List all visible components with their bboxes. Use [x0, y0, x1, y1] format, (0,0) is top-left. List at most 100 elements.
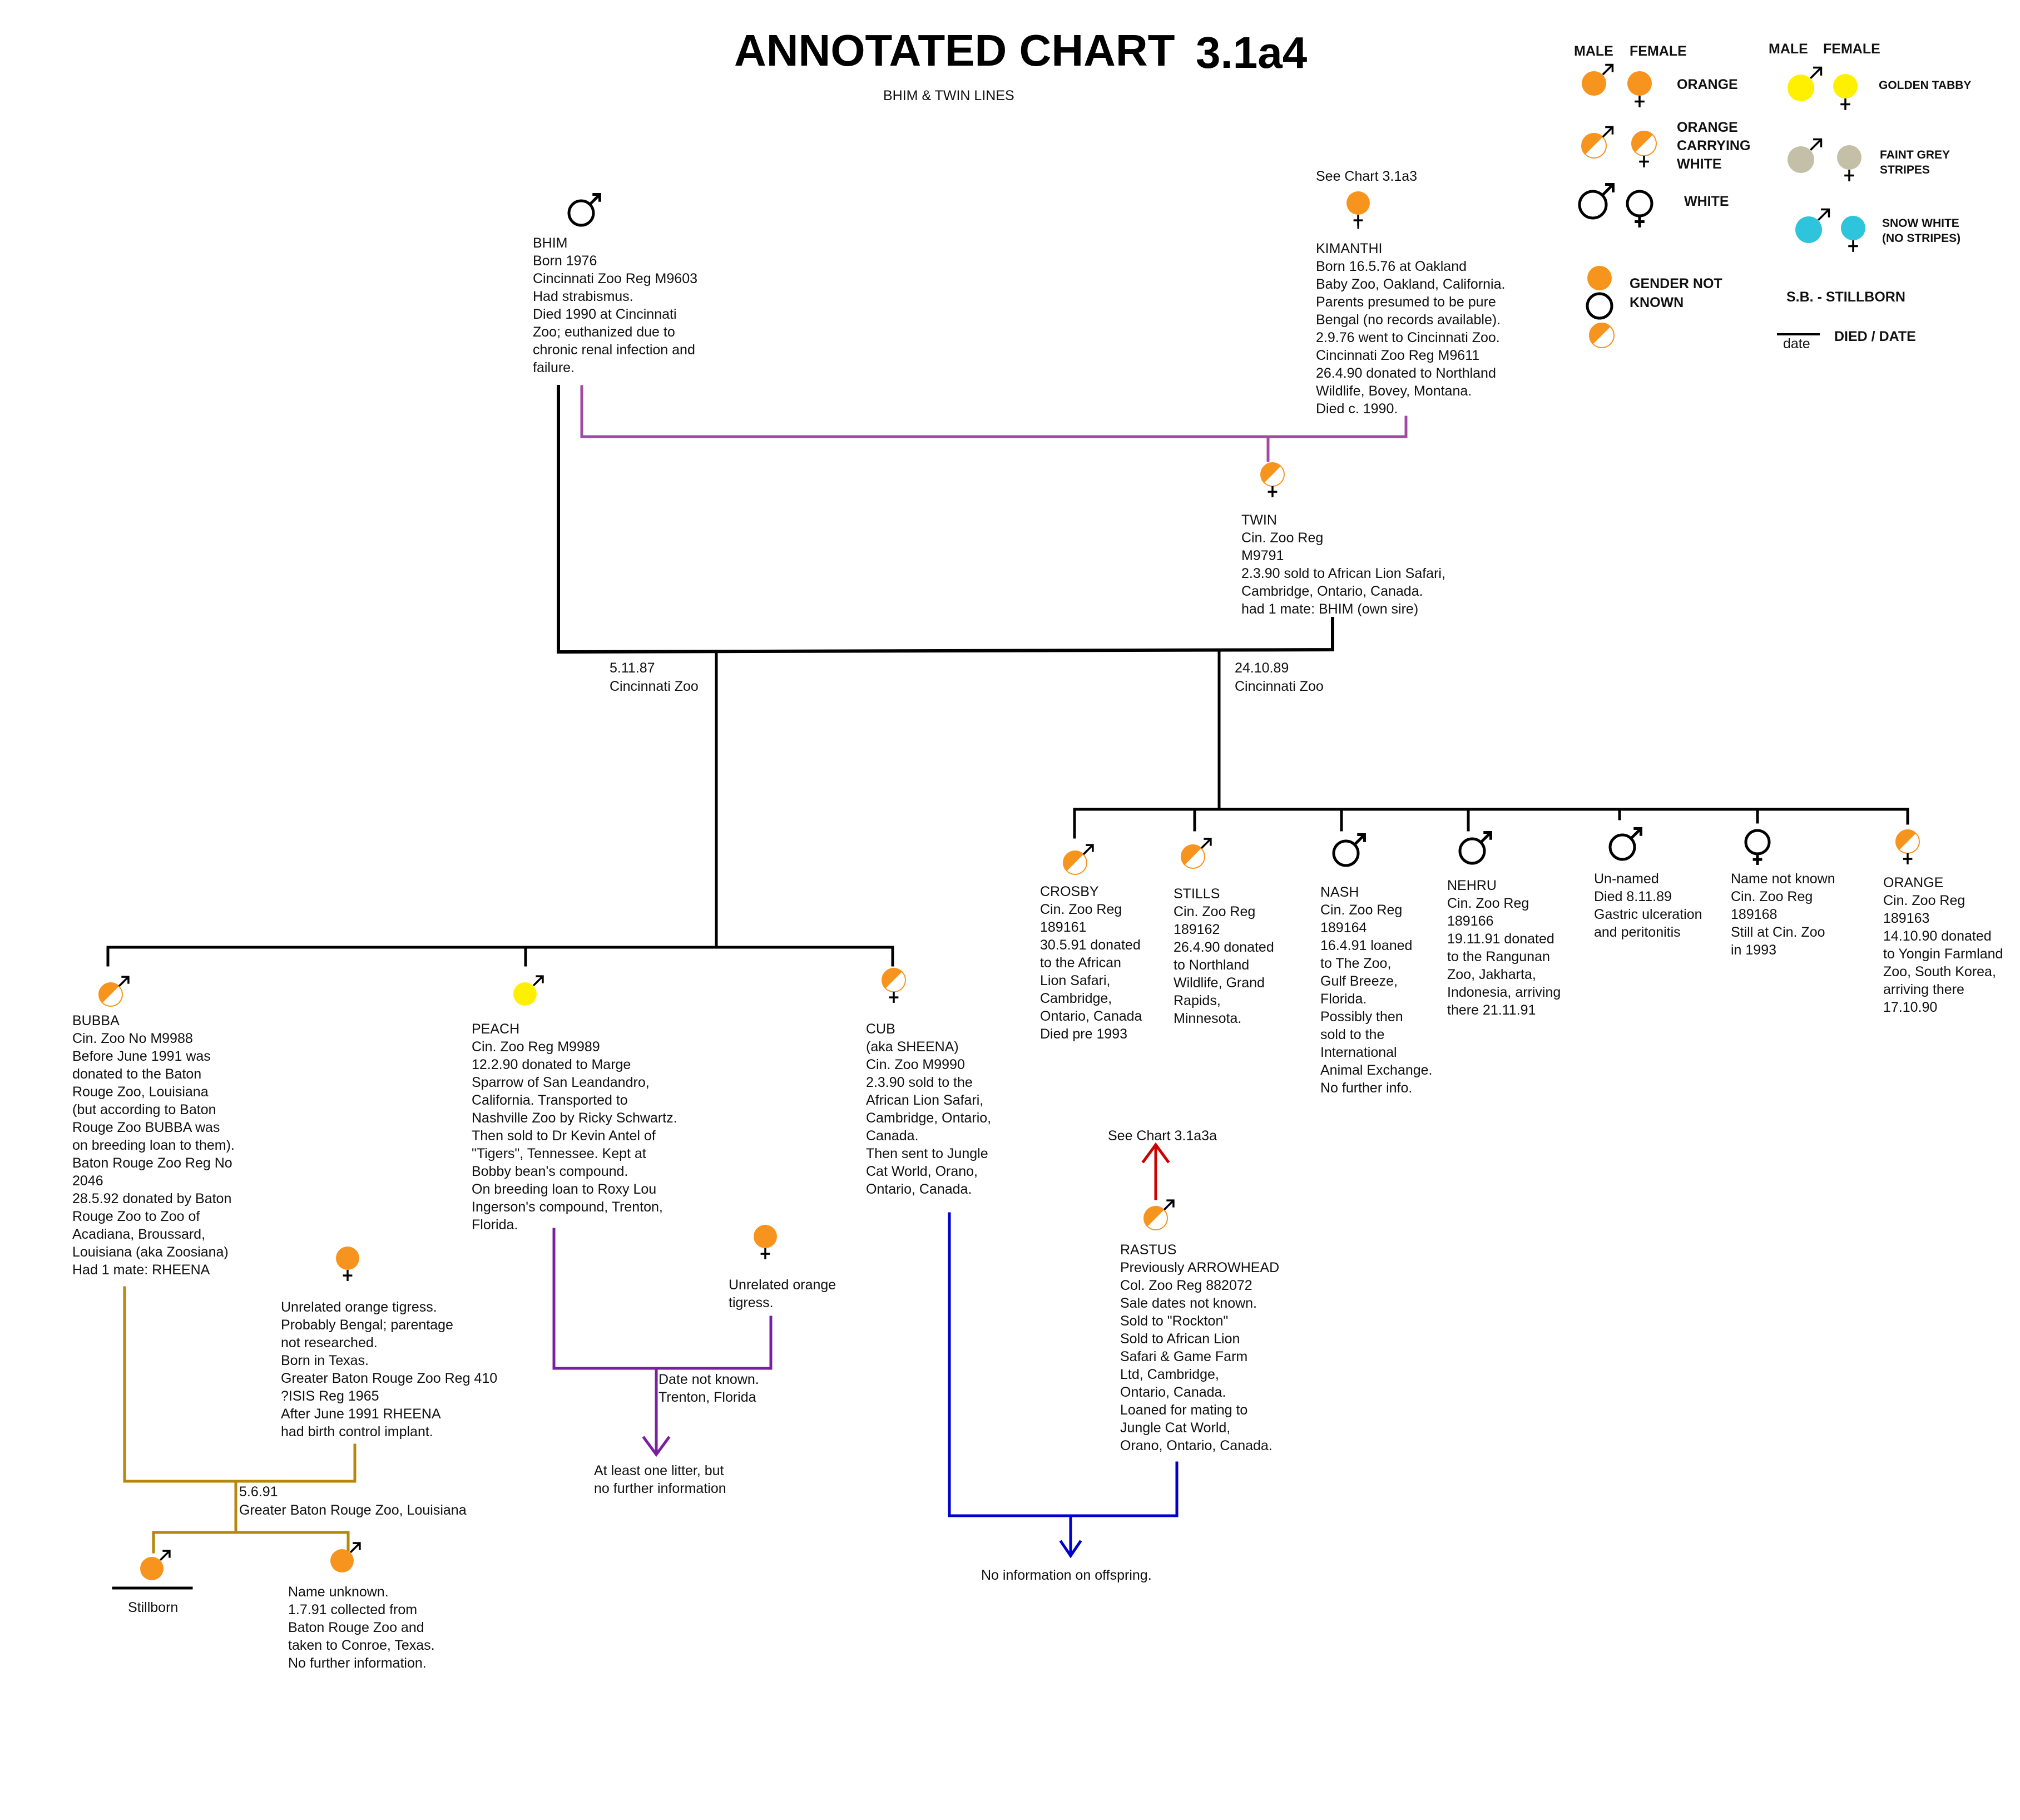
bubba-rheena-line	[123, 1286, 357, 1483]
orange-note-line: to Yongin Farmland	[1883, 946, 2003, 962]
stills-note-line: Wildlife, Grand	[1174, 975, 1265, 991]
peach-note-line: California. Transported to	[472, 1092, 628, 1108]
legend-female-header-2: FEMALE	[1823, 41, 1880, 57]
crosby-note-line: Cambridge,	[1040, 991, 1112, 1006]
rastus-note-line: Orano, Ontario, Canada.	[1120, 1438, 1273, 1453]
kimanthi-note-line: Wildlife, Bovey, Montana.	[1316, 383, 1472, 399]
nash-note-line: Gulf Breeze,	[1320, 973, 1398, 989]
rastus-note-line: Safari & Game Farm	[1120, 1349, 1247, 1364]
bubba-note-line: 2046	[72, 1173, 103, 1189]
rastus-ref-arrowhead	[1141, 1142, 1170, 1164]
bubba-male-icon	[98, 976, 130, 1007]
rheena-female-icon	[336, 1247, 359, 1281]
cub-note-line: African Lion Safari,	[866, 1092, 983, 1108]
rheena-note-line: ?ISIS Reg 1965	[281, 1388, 379, 1404]
twin-note-line: Cambridge, Ontario, Canada.	[1241, 583, 1423, 599]
peach-litter-date-note-line: Date not known.	[659, 1372, 759, 1387]
crosby-note-line: CROSBY	[1040, 884, 1099, 899]
bubba-note-line: Cin. Zoo No M9988	[72, 1031, 193, 1046]
rastus-note-line: Loaned for mating to	[1120, 1402, 1247, 1418]
stills-note-line: Rapids,	[1174, 993, 1221, 1008]
nehru-note-line: Indonesia, arriving	[1447, 985, 1561, 1000]
unnamed-note-line: and peritonitis	[1594, 924, 1681, 940]
bhim-twin-line	[557, 385, 1334, 654]
stills-note-line: 26.4.90 donated	[1174, 939, 1274, 955]
bubba-note-line: Rouge Zoo, Louisiana	[72, 1084, 209, 1100]
namenotknown-female-icon	[1744, 829, 1771, 865]
legend-unknown-carrier-icon	[1589, 323, 1615, 348]
nash-note-line: NASH	[1320, 884, 1359, 900]
peach-note-line: Bobby bean's compound.	[472, 1164, 628, 1179]
rheena-note-line: had birth control implant.	[281, 1424, 433, 1440]
cub-note-line: Cin. Zoo M9990	[866, 1057, 965, 1072]
stills-note-line: 189162	[1174, 922, 1220, 937]
kimanthi-note-line: 2.9.76 went to Cincinnati Zoo.	[1316, 330, 1500, 345]
orange-note-line: Zoo, South Korea,	[1883, 964, 1996, 980]
orange-note-line: ORANGE	[1883, 875, 1943, 891]
namenotknown-note-line: Name not known	[1731, 871, 1835, 887]
legend-grey-label-2: STRIPES	[1880, 164, 1930, 176]
peach-litter-note-line: At least one litter, but	[594, 1463, 724, 1478]
orange-note-line: Cin. Zoo Reg	[1883, 893, 1965, 908]
pedigree-lines	[106, 219, 1909, 1590]
peach-mate-female-icon	[754, 1225, 777, 1259]
nash-note-line: 16.4.91 loaned	[1320, 938, 1412, 953]
peach-note-line: Ingerson's compound, Trenton,	[472, 1199, 663, 1215]
twin-note-line: 2.3.90 sold to African Lion Safari,	[1241, 566, 1445, 581]
orange-note-line: arriving there	[1883, 982, 1964, 997]
nehru-note-line: Zoo, Jakharta,	[1447, 967, 1536, 982]
stills-note-line: STILLS	[1174, 886, 1220, 902]
orange-note-line: 14.10.90 donated	[1883, 928, 1992, 944]
crosby-note-line: Ontario, Canada	[1040, 1008, 1142, 1024]
crosby-note-line: Lion Safari,	[1040, 973, 1110, 988]
orange-female-icon	[1895, 829, 1920, 864]
nehru-male-icon	[1458, 831, 1492, 865]
bubba-note-line: Before June 1991 was	[72, 1049, 211, 1064]
rastus-note-line: Sale dates not known.	[1120, 1295, 1257, 1311]
rastus-ref-note: See Chart 3.1a3a	[1108, 1128, 1217, 1144]
namenotknown-note-line: Cin. Zoo Reg	[1731, 889, 1813, 904]
peach-note-line: PEACH	[472, 1021, 519, 1037]
peach-litter-note-line: no further information	[594, 1481, 726, 1496]
rastus-note-line: Ontario, Canada.	[1120, 1384, 1226, 1400]
legend-grey-label-1: FAINT GREY	[1880, 149, 1950, 161]
mating2-note-line: 24.10.89	[1235, 660, 1289, 676]
kimanthi-note-line: Bengal (no records available).	[1316, 312, 1501, 328]
cub-rastus-line	[948, 1212, 1179, 1517]
cub-note-line: CUB	[866, 1021, 895, 1037]
peach-note-line: Florida.	[472, 1217, 518, 1233]
nehru-note-line: 19.11.91 donated	[1447, 931, 1554, 947]
legend-date-sample: date	[1783, 336, 1810, 352]
bubba-note-line: Louisiana (aka Zoosiana)	[72, 1244, 229, 1260]
nameunknown-male-icon	[330, 1542, 361, 1572]
bubba-note-line: (but according to Baton	[72, 1102, 216, 1117]
peach-litter-note: At least one litter, but no further infor…	[594, 1463, 726, 1496]
nash-note-line: Possibly then	[1320, 1009, 1403, 1025]
nash-note-line: Cin. Zoo Reg	[1320, 902, 1402, 918]
namenotknown-note-line: Still at Cin. Zoo	[1731, 924, 1825, 940]
name-unknown-note-line: 1.7.91 collected from	[288, 1602, 417, 1618]
cub-note-line: Ontario, Canada.	[866, 1181, 972, 1197]
twin-note-line: Cin. Zoo Reg	[1241, 530, 1323, 546]
stills-male-icon	[1181, 838, 1212, 869]
peach-note-line: On breeding loan to Roxy Lou	[472, 1181, 656, 1197]
rastus-note-line: Sold to "Rockton"	[1120, 1313, 1228, 1329]
twin-note-line: M9791	[1241, 548, 1284, 563]
namenotknown-note-line: in 1993	[1731, 942, 1776, 958]
bubba-note-line: on breeding loan to them).	[72, 1138, 235, 1153]
kimanthi-note-line: Baby Zoo, Oakland, California.	[1316, 276, 1505, 292]
legend-unknown-white-icon	[1586, 292, 1613, 320]
kimanthi-female-icon	[1346, 191, 1370, 226]
legend-white-female-icon	[1626, 190, 1653, 228]
legend-golden-male-icon	[1788, 66, 1823, 101]
mating1-note-line: Cincinnati Zoo	[610, 679, 699, 694]
bhim-kimanthi-line	[580, 385, 1408, 438]
bubba-mating-note-line: 5.6.91	[239, 1484, 278, 1500]
nehru-note-line: NEHRU	[1447, 878, 1497, 893]
